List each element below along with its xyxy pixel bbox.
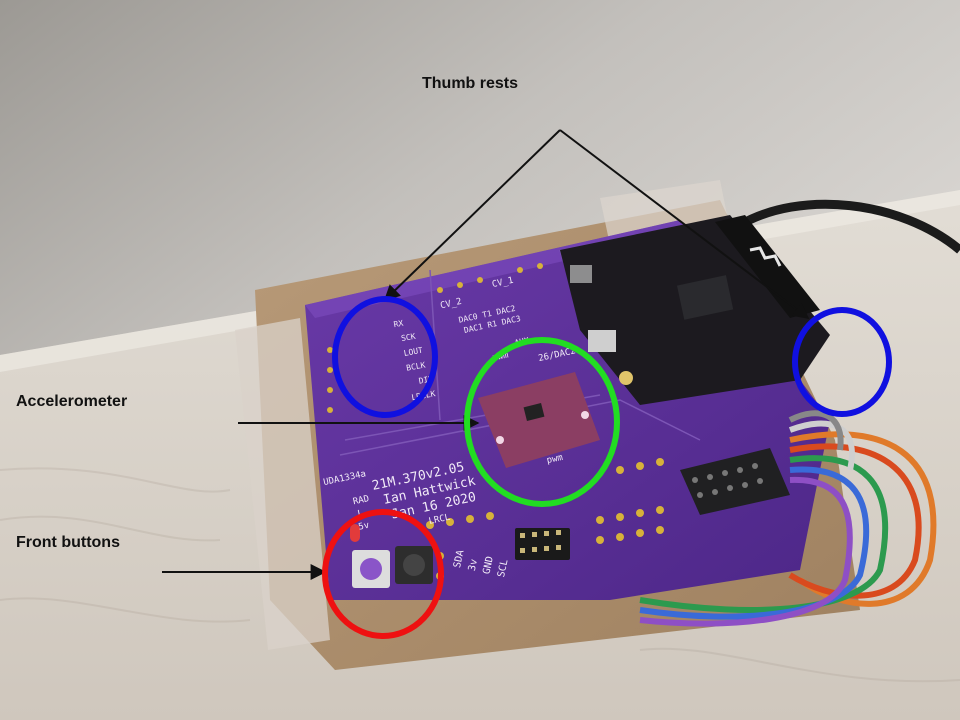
- thumb-rest-arrow-right: [559, 129, 810, 319]
- silk-cv1: CV_1: [491, 276, 514, 290]
- silk-lrcl: LRCL: [428, 513, 451, 527]
- micro-usb-port: [588, 330, 616, 352]
- silk-sda: SDA: [452, 549, 467, 569]
- silkscreen-bottom-labels: SDA 3v GND SCL: [452, 549, 511, 578]
- annotation-arrows: [162, 129, 810, 580]
- connector-block: [680, 448, 790, 515]
- silk-pin-0: RX: [393, 319, 404, 330]
- breakout-hole: [496, 436, 504, 444]
- breakout-hole: [581, 411, 589, 419]
- ribbon-cable: [639, 410, 937, 627]
- silk-pin-2: LOUT: [403, 346, 424, 358]
- accelerometer-circle: [464, 337, 620, 507]
- front-button-right-cap: [403, 554, 425, 576]
- silk-pin-4: DIN: [418, 374, 434, 385]
- thumb-rest-circle-right: [792, 307, 892, 417]
- esp32-antenna: [715, 215, 820, 318]
- pin-header: [515, 528, 570, 560]
- silk-pin-1: SCK: [400, 332, 416, 343]
- antenna-trace: [749, 246, 782, 267]
- silk-gnd: GND: [481, 555, 496, 575]
- silk-rad: RAD: [352, 494, 370, 507]
- pin-header-pins: [520, 530, 561, 553]
- packing-tape: [235, 318, 330, 650]
- usb-cable: [737, 199, 960, 254]
- table-grain: [0, 467, 960, 683]
- silk-5v: 5v: [358, 521, 371, 533]
- thumb-rest-arrow-left: [383, 129, 561, 302]
- silk-pin-3: BCLK: [406, 360, 427, 372]
- accelerometer-label: Accelerometer: [16, 393, 128, 410]
- silk-3v: 3v: [467, 558, 480, 572]
- red-led: [350, 524, 360, 542]
- silk-scl: SCL: [496, 558, 511, 578]
- accelerometer-breakout: [478, 372, 600, 468]
- silk-cv2: CV_2: [439, 297, 462, 311]
- accelerometer-chip: [523, 403, 545, 421]
- silk-pwm-2: pwm: [546, 453, 564, 466]
- front-buttons-circle: [322, 509, 444, 639]
- front-button-left-cap: [360, 558, 382, 580]
- esp32-chip: [677, 275, 734, 320]
- thumb-rest-circle-left: [332, 296, 438, 418]
- mounting-hole: [619, 371, 633, 385]
- usb-connector: [570, 265, 592, 283]
- thumb-rests-label: Thumb rests: [422, 75, 519, 92]
- front-buttons-label: Front buttons: [16, 534, 120, 551]
